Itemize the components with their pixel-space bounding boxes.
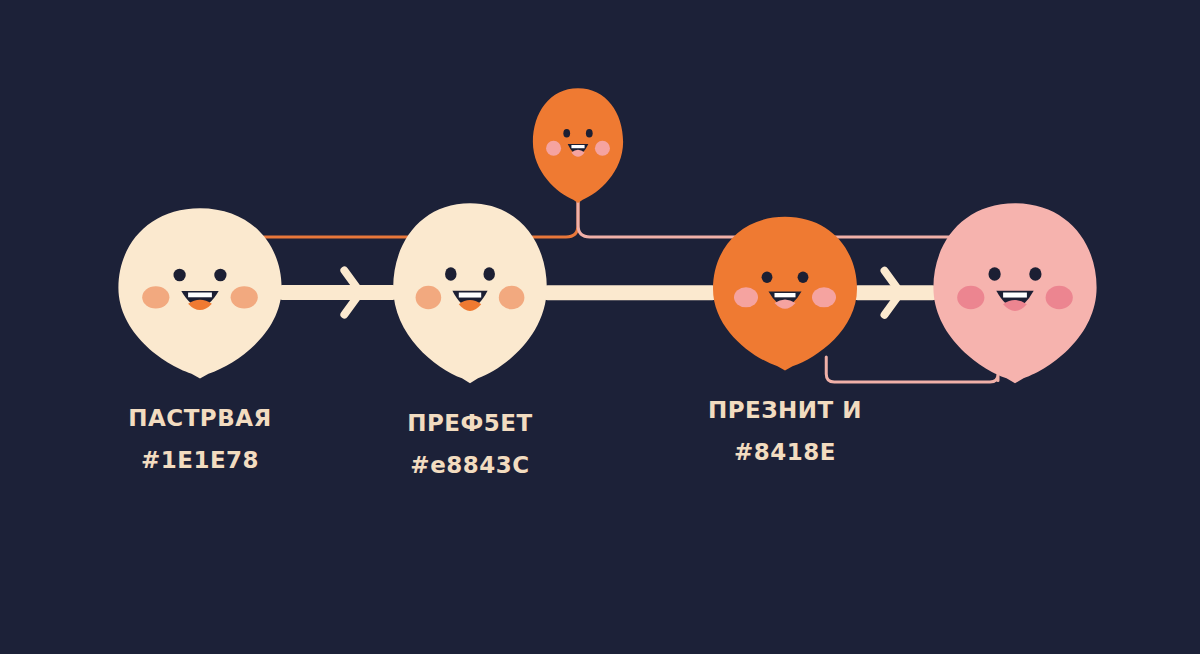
connector [858,271,933,315]
color-code: #8418E [734,439,836,465]
teeth [459,293,481,298]
connector [532,202,578,237]
smiley-balloon [930,200,1100,385]
tongue [188,300,212,310]
balloon-shape [115,205,285,380]
connector-line [826,357,998,382]
smiley-balloon: ПРЕЗНИТ И#8418E [710,214,860,372]
eye [173,269,185,282]
cheek [1046,286,1073,310]
tongue [775,299,796,308]
eye [1029,267,1041,280]
node-title: ПРЕЗНИТ И [708,397,862,423]
balloon-shape [710,214,860,372]
balloon-body [933,203,1096,383]
color-code: #1E1E78 [141,447,259,473]
connector-line [282,285,392,300]
connector [264,237,408,238]
connector-line [548,285,713,300]
eye [586,129,593,138]
connector-line [532,202,578,237]
node-title: ПРЕФ5ЕТ [407,410,533,436]
tongue [571,150,584,157]
teeth [571,145,584,148]
tongue [459,300,481,311]
cheek [734,287,758,307]
node-title: ПАСТРВАЯ [128,405,272,431]
cheek [142,286,169,308]
smiley-balloon: ПАСТРВАЯ#1E1E78 [115,205,285,380]
connector [548,292,713,293]
balloon-body [533,88,623,203]
arrow-head [344,271,360,315]
cheek [957,286,984,310]
connector-line [264,236,408,239]
balloon-body [118,208,281,378]
teeth [1003,293,1027,298]
cheek [231,286,258,308]
teeth [775,293,796,297]
balloon-shape [930,200,1100,385]
eye [988,267,1000,280]
eye [563,129,570,138]
eye [214,269,226,282]
smiley-balloon [531,86,625,204]
eye [483,267,495,280]
eye [798,271,809,282]
tongue [1003,300,1027,311]
connector [826,357,998,382]
cheek [595,141,610,156]
cheek [499,286,525,310]
cheek [812,287,836,307]
arrow-head [885,271,901,315]
eye [762,271,773,282]
balloon-shape [531,86,625,204]
balloon-shape [390,200,550,385]
eye [445,267,457,280]
color-code: #e8843C [410,452,529,478]
smiley-balloon: ПРЕФ5ЕТ#e8843C [390,200,550,385]
teeth [188,293,212,298]
cheek [416,286,442,310]
connector [282,271,392,315]
cheek [546,141,561,156]
balloon-body [713,217,857,371]
balloon-body [393,203,547,383]
